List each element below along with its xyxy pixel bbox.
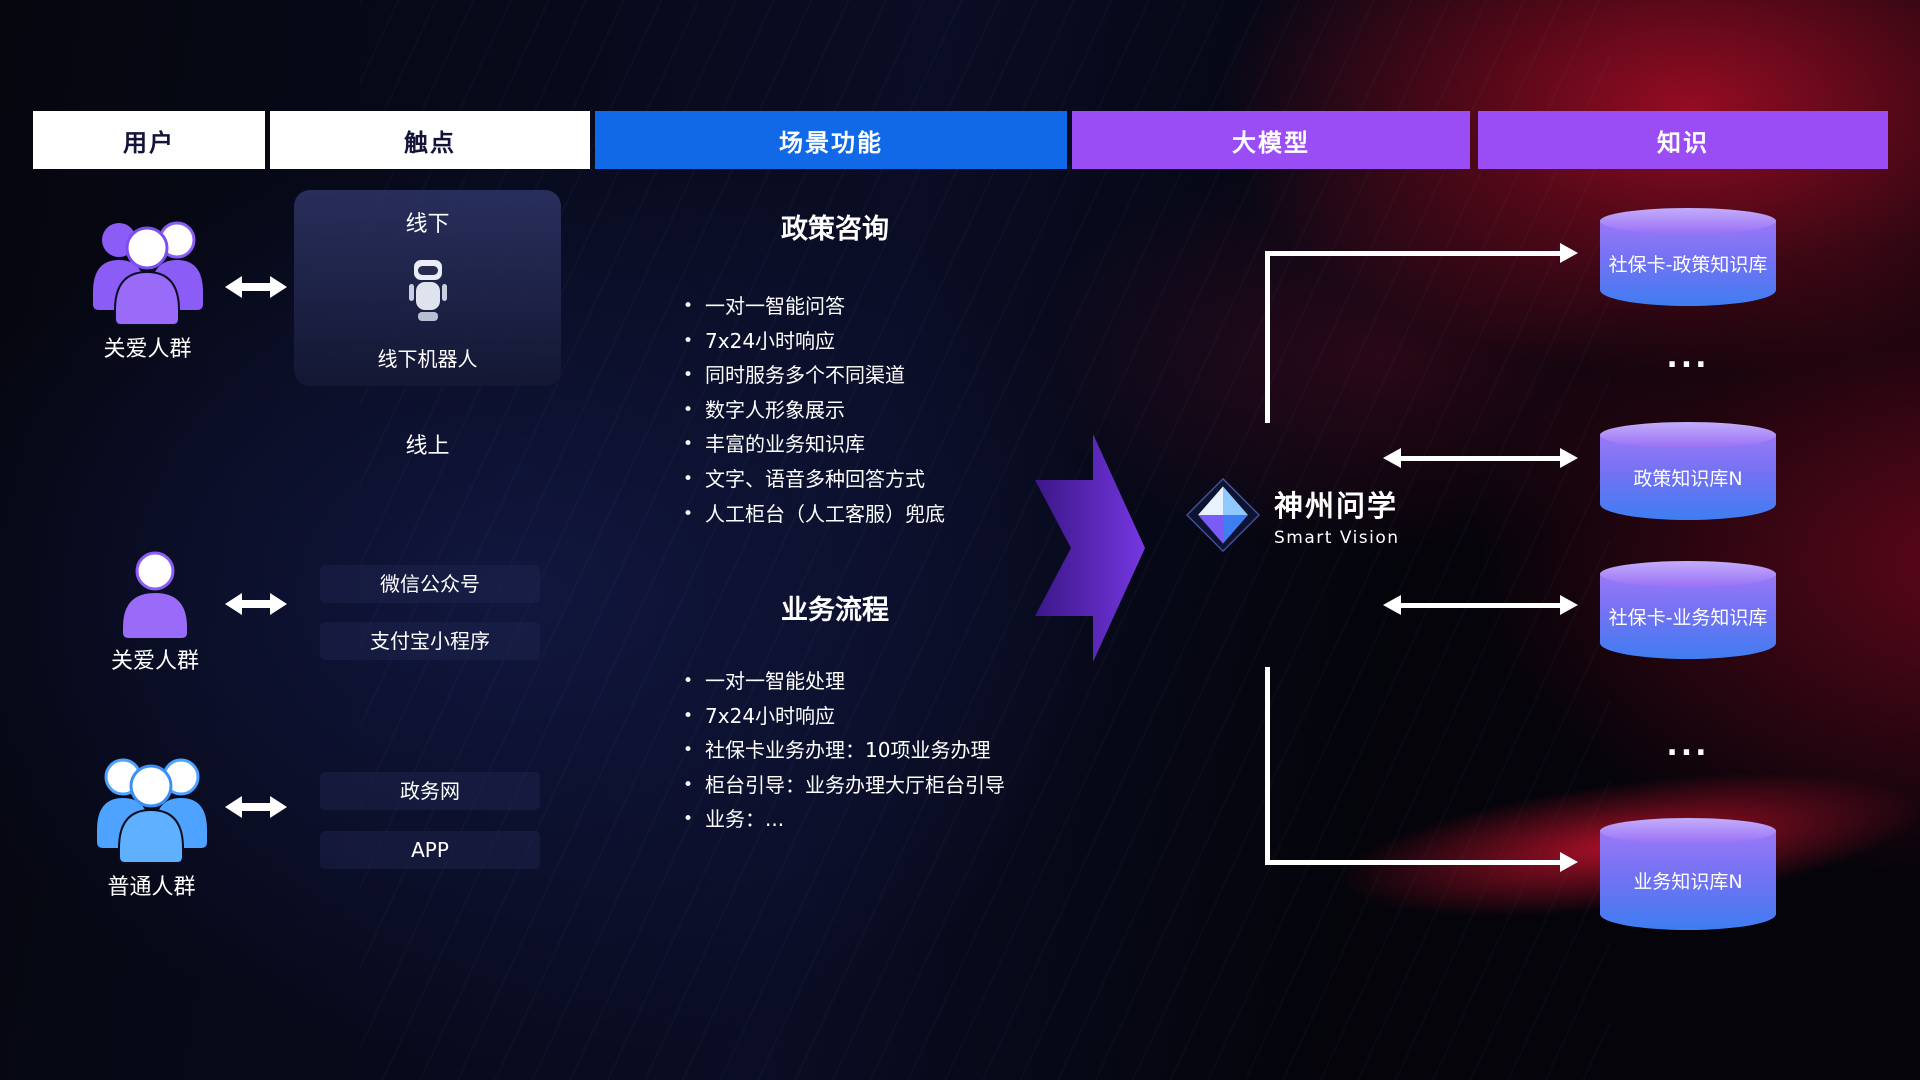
kb-label: 社保卡-业务知识库 bbox=[1608, 606, 1768, 629]
channel-alipay: 支付宝小程序 bbox=[320, 622, 540, 660]
offline-title: 线下 bbox=[405, 212, 450, 237]
double-arrow-icon bbox=[225, 796, 287, 818]
kb-label: 政策知识库N bbox=[1633, 467, 1743, 490]
list-item: 7x24小时响应 bbox=[683, 325, 945, 360]
channel-app: APP bbox=[320, 831, 540, 869]
arrowhead-right-icon bbox=[1560, 448, 1578, 468]
connector-hline-mid1 bbox=[1400, 456, 1562, 461]
list-item: 一对一智能处理 bbox=[683, 665, 1005, 700]
arrowhead-right-icon bbox=[1560, 852, 1578, 872]
double-arrow-icon bbox=[225, 593, 287, 615]
person-purple-icon bbox=[123, 551, 187, 638]
list-item: 人工柜台（人工客服）兜底 bbox=[683, 498, 945, 533]
lane-header-model-label: 大模型 bbox=[1232, 128, 1310, 157]
user-group-label: 关爱人群 bbox=[110, 649, 199, 674]
cylinder-body bbox=[1600, 434, 1776, 520]
lane-header-scenarios: 场景功能 bbox=[595, 111, 1067, 169]
user-group-label: 关爱人群 bbox=[103, 337, 192, 362]
list-item: 业务：... bbox=[683, 803, 1005, 838]
scenario-policy-list: 一对一智能问答 7x24小时响应 同时服务多个不同渠道 数字人形象展示 丰富的业… bbox=[683, 290, 945, 532]
kb-label: 社保卡-政策知识库 bbox=[1608, 253, 1768, 276]
lane-header-knowledge-label: 知识 bbox=[1657, 128, 1709, 157]
list-item: 数字人形象展示 bbox=[683, 394, 945, 429]
double-arrow-icon bbox=[225, 276, 287, 298]
smart-vision-diamond-icon bbox=[1186, 478, 1260, 552]
connector-vline-top bbox=[1265, 251, 1270, 423]
lane-header-model: 大模型 bbox=[1072, 111, 1470, 169]
ellipsis-separator: ... bbox=[1666, 728, 1710, 763]
lane-header-scenarios-label: 场景功能 bbox=[779, 128, 883, 157]
people-group-blue-icon bbox=[97, 758, 207, 864]
lane-header-users-label: 用户 bbox=[123, 128, 175, 157]
cylinder-top bbox=[1600, 561, 1776, 587]
list-item: 同时服务多个不同渠道 bbox=[683, 359, 945, 394]
lane-header-touchpoints-label: 触点 bbox=[404, 128, 456, 157]
list-item: 柜台引导：业务办理大厅柜台引导 bbox=[683, 769, 1005, 804]
arrowhead-left-icon bbox=[1383, 448, 1401, 468]
cylinder-top bbox=[1600, 818, 1776, 844]
list-item: 一对一智能问答 bbox=[683, 290, 945, 325]
model-logo: 神州问学 Smart Vision bbox=[1186, 478, 1400, 552]
people-group-purple-icon bbox=[93, 221, 203, 326]
user-group-general: 普通人群 bbox=[84, 750, 219, 901]
cylinder-body bbox=[1600, 830, 1776, 930]
arrowhead-left-icon bbox=[1383, 595, 1401, 615]
kb-cylinder-policy-ssc: 社保卡-政策知识库 bbox=[1600, 208, 1776, 306]
cylinder-top bbox=[1600, 422, 1776, 448]
model-name: 神州问学 bbox=[1274, 488, 1399, 523]
connector-vline-bottom bbox=[1265, 667, 1270, 865]
kb-cylinder-business-ssc: 社保卡-业务知识库 bbox=[1600, 561, 1776, 659]
connector-hline-mid2 bbox=[1400, 603, 1562, 608]
channel-gov-web: 政务网 bbox=[320, 772, 540, 810]
user-group-care-1: 关爱人群 bbox=[80, 214, 215, 363]
list-item: 社保卡业务办理：10项业务办理 bbox=[683, 734, 1005, 769]
offline-touchpoint-card: 线下 线下机器人 bbox=[294, 190, 561, 386]
list-item: 7x24小时响应 bbox=[683, 700, 1005, 735]
cylinder-body bbox=[1600, 220, 1776, 306]
user-group-label: 普通人群 bbox=[107, 875, 196, 900]
kb-cylinder-policy-n: 政策知识库N bbox=[1600, 422, 1776, 520]
lane-header-touchpoints: 触点 bbox=[270, 111, 590, 169]
arrowhead-right-icon bbox=[1560, 243, 1578, 263]
cylinder-top bbox=[1600, 208, 1776, 234]
scenario-business-title: 业务流程 bbox=[781, 595, 889, 626]
connector-hline-top bbox=[1265, 251, 1562, 256]
offline-robot-label: 线下机器人 bbox=[377, 347, 478, 371]
online-title: 线上 bbox=[405, 434, 450, 459]
scenario-business-list: 一对一智能处理 7x24小时响应 社保卡业务办理：10项业务办理 柜台引导：业务… bbox=[683, 665, 1005, 838]
lane-header-users: 用户 bbox=[33, 111, 265, 169]
scenario-policy-title: 政策咨询 bbox=[781, 214, 889, 245]
list-item: 文字、语音多种回答方式 bbox=[683, 463, 945, 498]
model-subtitle: Smart Vision bbox=[1274, 527, 1400, 548]
channel-wechat: 微信公众号 bbox=[320, 565, 540, 603]
flow-arrow-icon bbox=[1035, 434, 1145, 662]
user-group-care-2: 关爱人群 bbox=[100, 551, 210, 675]
arrowhead-right-icon bbox=[1560, 595, 1578, 615]
kb-label: 业务知识库N bbox=[1633, 870, 1743, 893]
ellipsis-separator: ... bbox=[1666, 340, 1710, 375]
kb-cylinder-business-n: 业务知识库N bbox=[1600, 818, 1776, 930]
connector-hline-bottom bbox=[1265, 860, 1562, 865]
lane-header-knowledge: 知识 bbox=[1478, 111, 1888, 169]
list-item: 丰富的业务知识库 bbox=[683, 428, 945, 463]
cylinder-body bbox=[1600, 573, 1776, 659]
model-logo-text: 神州问学 Smart Vision bbox=[1274, 483, 1400, 548]
robot-icon bbox=[408, 259, 447, 321]
